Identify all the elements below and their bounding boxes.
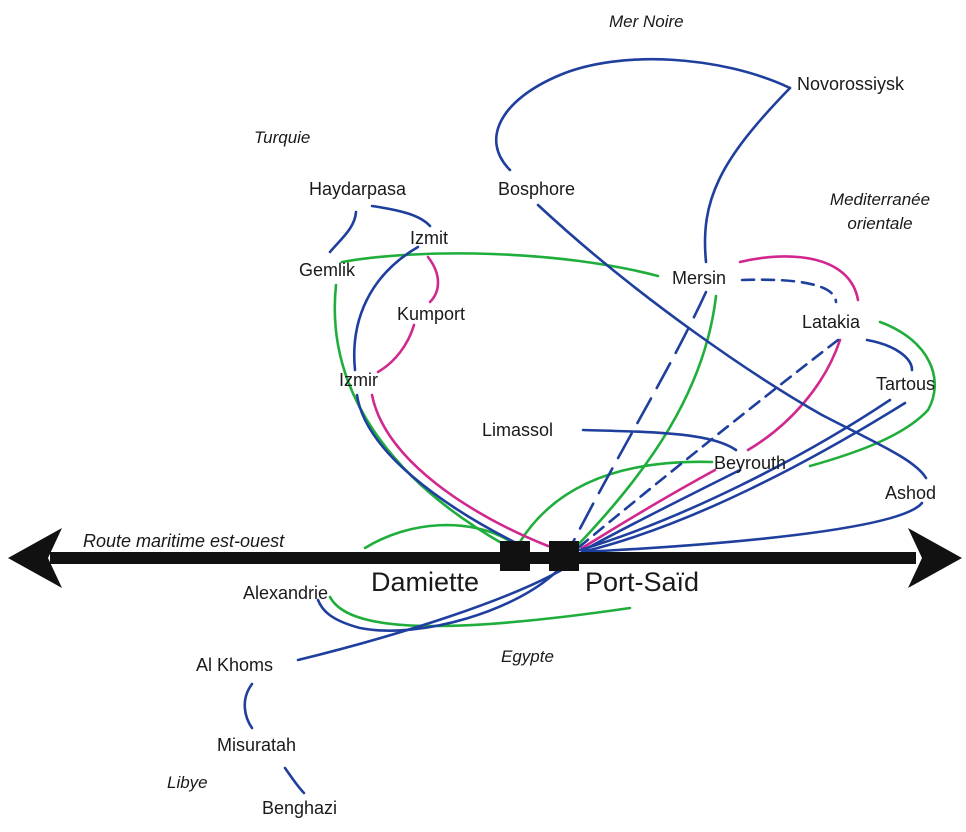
port-izmit: Izmit — [410, 228, 448, 248]
route-alexandrie-egypte — [328, 595, 632, 628]
route-alkhoms-misuratah — [243, 682, 254, 730]
region-turquie: Turquie — [254, 128, 311, 147]
route-latakia-tartous — [865, 338, 914, 372]
port-izmir: Izmir — [339, 370, 378, 390]
route-izmit-izmir — [352, 245, 420, 372]
east-west-axis — [8, 528, 962, 588]
region-med-orientale-line2: orientale — [847, 214, 913, 233]
route-bosphore-ashod — [536, 203, 928, 480]
port-bosphore: Bosphore — [498, 179, 576, 199]
route-beyrouth-portsaid — [580, 468, 717, 550]
route-haydarpasa-gemlik — [328, 210, 358, 254]
port-novorossiysk: Novorossiysk — [797, 74, 905, 94]
route-limassol-beyrouth — [581, 428, 738, 452]
route-kumport-izmir — [376, 323, 416, 374]
route-latakia-portsaid-dashed — [576, 338, 840, 550]
route-mersin-latakia-dashed — [740, 278, 838, 304]
route-izmir-portsaid — [370, 393, 550, 548]
port-said-label: Port-Saïd — [585, 567, 700, 597]
route-beyrouth-portsaid-blue — [582, 468, 742, 552]
damiette-label: Damiette — [371, 567, 480, 597]
port-benghazi: Benghazi — [262, 798, 338, 818]
region-libye: Libye — [167, 773, 208, 792]
port-haydarpasa: Haydarpasa — [309, 179, 407, 199]
route-mersin-portsaid-dashed — [568, 290, 708, 550]
route-portsaid-alkhoms — [296, 566, 567, 662]
route-mersin-latakia — [738, 255, 860, 302]
region-med-orientale-line1: Mediterranée — [829, 190, 931, 209]
route-izmit-kumport — [426, 255, 440, 304]
port-ashod: Ashod — [885, 483, 937, 503]
route-latakia-tartous-beyrouth — [808, 320, 937, 468]
region-mer-noire: Mer Noire — [609, 12, 684, 31]
axis-shaft — [50, 552, 916, 564]
port-kumport: Kumport — [397, 304, 466, 324]
axis-arrowhead-east — [908, 528, 962, 588]
route-gemlik-mersin — [340, 252, 660, 278]
route-beyrouth-damiette — [516, 460, 714, 547]
route-novorossiysk-bosphore — [494, 57, 792, 172]
port-beyrouth: Beyrouth — [714, 453, 787, 473]
route-latakia-beyrouth — [746, 338, 842, 452]
port-alexandrie: Alexandrie — [243, 583, 329, 603]
route-novorossiysk-mersin — [703, 86, 792, 264]
route-tartous-portsaid-2 — [580, 401, 907, 554]
port-mersin: Mersin — [672, 268, 727, 288]
port-said-hub-marker — [549, 541, 579, 571]
region-egypte: Egypte — [501, 647, 554, 666]
port-al-khoms: Al Khoms — [196, 655, 274, 675]
route-haydarpasa-izmit — [370, 204, 432, 228]
route-tartous-portsaid-1 — [578, 398, 892, 552]
region-med-orientale: Mediterranée orientale — [825, 190, 935, 234]
port-misuratah: Misuratah — [217, 735, 297, 755]
route-mersin-portsaid — [573, 294, 718, 550]
damiette-hub-marker — [500, 541, 530, 571]
route-misuratah-benghazi — [283, 766, 306, 795]
port-tartous: Tartous — [876, 374, 936, 394]
port-gemlik: Gemlik — [299, 260, 356, 280]
axis-arrowhead-west — [8, 528, 62, 588]
route-alexandrie-damiette — [363, 523, 510, 550]
route-izmir-damiette — [355, 393, 522, 547]
route-portsaid-alexandrie — [316, 566, 562, 632]
route-ashod-portsaid — [580, 501, 924, 554]
route-gemlik-damiette — [333, 283, 507, 547]
port-latakia: Latakia — [802, 312, 861, 332]
port-limassol: Limassol — [482, 420, 554, 440]
route-label: Route maritime est-ouest — [83, 531, 285, 551]
